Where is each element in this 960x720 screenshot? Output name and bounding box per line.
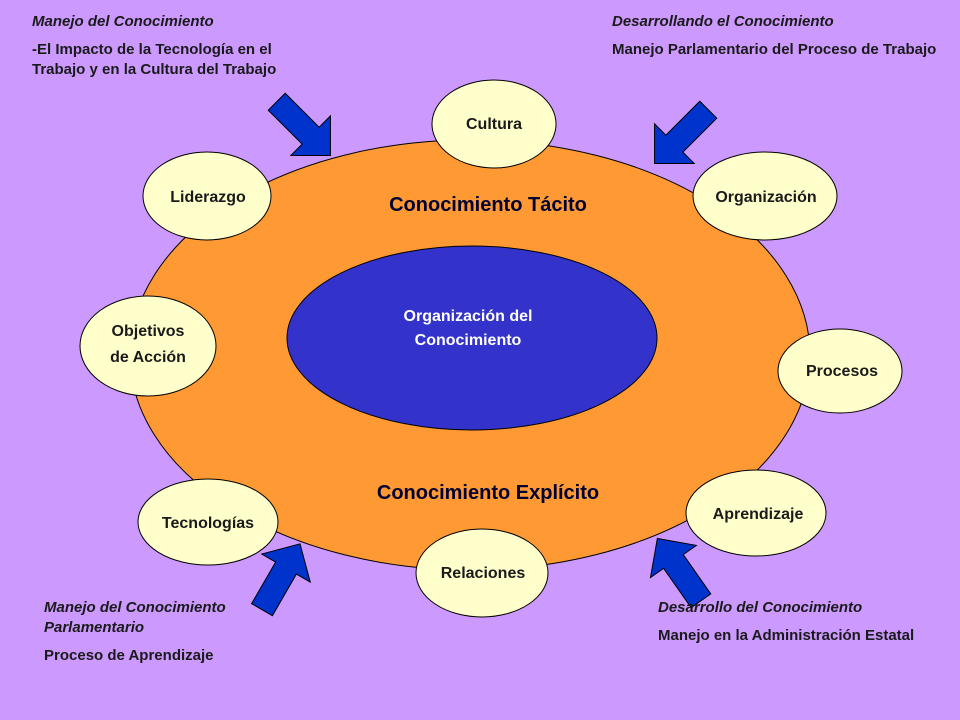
- node-objetivos: Objetivos de Acción: [79, 295, 217, 397]
- arrow-top-right-icon: [654, 100, 718, 164]
- node-label: Aprendizaje: [713, 506, 804, 523]
- node-label: Tecnologías: [162, 515, 254, 532]
- node-label: Liderazgo: [170, 189, 246, 206]
- note-body: Proceso de Aprendizaje: [44, 647, 214, 664]
- node-label: Organización: [715, 189, 816, 206]
- node-tecnologias: Tecnologías: [137, 478, 279, 566]
- node-label: Procesos: [806, 363, 878, 380]
- note-top-left: Manejo del Conocimiento -El Impacto de l…: [32, 12, 292, 80]
- node-label: Cultura: [466, 116, 522, 133]
- note-bottom-right: Desarrollo del Conocimiento Manejo en la…: [658, 598, 948, 646]
- node-label-line2: de Acción: [110, 349, 186, 366]
- explicit-knowledge-label: Conocimiento Explícito: [377, 482, 599, 504]
- note-heading: Desarrollando el Conocimiento: [612, 13, 834, 30]
- note-heading: Desarrollo del Conocimiento: [658, 599, 863, 616]
- core-label-line2: Conocimiento: [415, 332, 522, 349]
- note-body: Manejo en la Administración Estatal: [658, 627, 915, 644]
- note-body: -El Impacto de la Tecnología en el Traba…: [32, 41, 277, 78]
- node-label-line1: Objetivos: [112, 323, 185, 340]
- note-top-right: Desarrollando el Conocimiento Manejo Par…: [612, 12, 952, 60]
- arrow-bottom-left-icon: [250, 543, 312, 617]
- note-heading: Manejo del Conocimiento: [32, 13, 214, 30]
- node-liderazgo: Liderazgo: [142, 151, 272, 241]
- arrow-bottom-right-icon: [649, 537, 712, 609]
- node-label: Relaciones: [441, 565, 526, 582]
- node-relaciones: Relaciones: [415, 528, 549, 618]
- node-procesos: Procesos: [777, 328, 903, 414]
- core-label-line1: Organización del: [404, 308, 533, 325]
- node-cultura: Cultura: [431, 79, 557, 169]
- note-bottom-left: Manejo del Conocimiento Parlamentario Pr…: [44, 598, 284, 666]
- note-body: Manejo Parlamentario del Proceso de Trab…: [612, 41, 937, 58]
- arrow-top-left-icon: [267, 92, 331, 156]
- core-ellipse: [286, 245, 658, 431]
- node-organizacion: Organización: [692, 151, 838, 241]
- note-heading: Manejo del Conocimiento Parlamentario: [44, 599, 226, 636]
- node-aprendizaje: Aprendizaje: [685, 469, 827, 557]
- tacit-knowledge-label: Conocimiento Tácito: [389, 194, 587, 216]
